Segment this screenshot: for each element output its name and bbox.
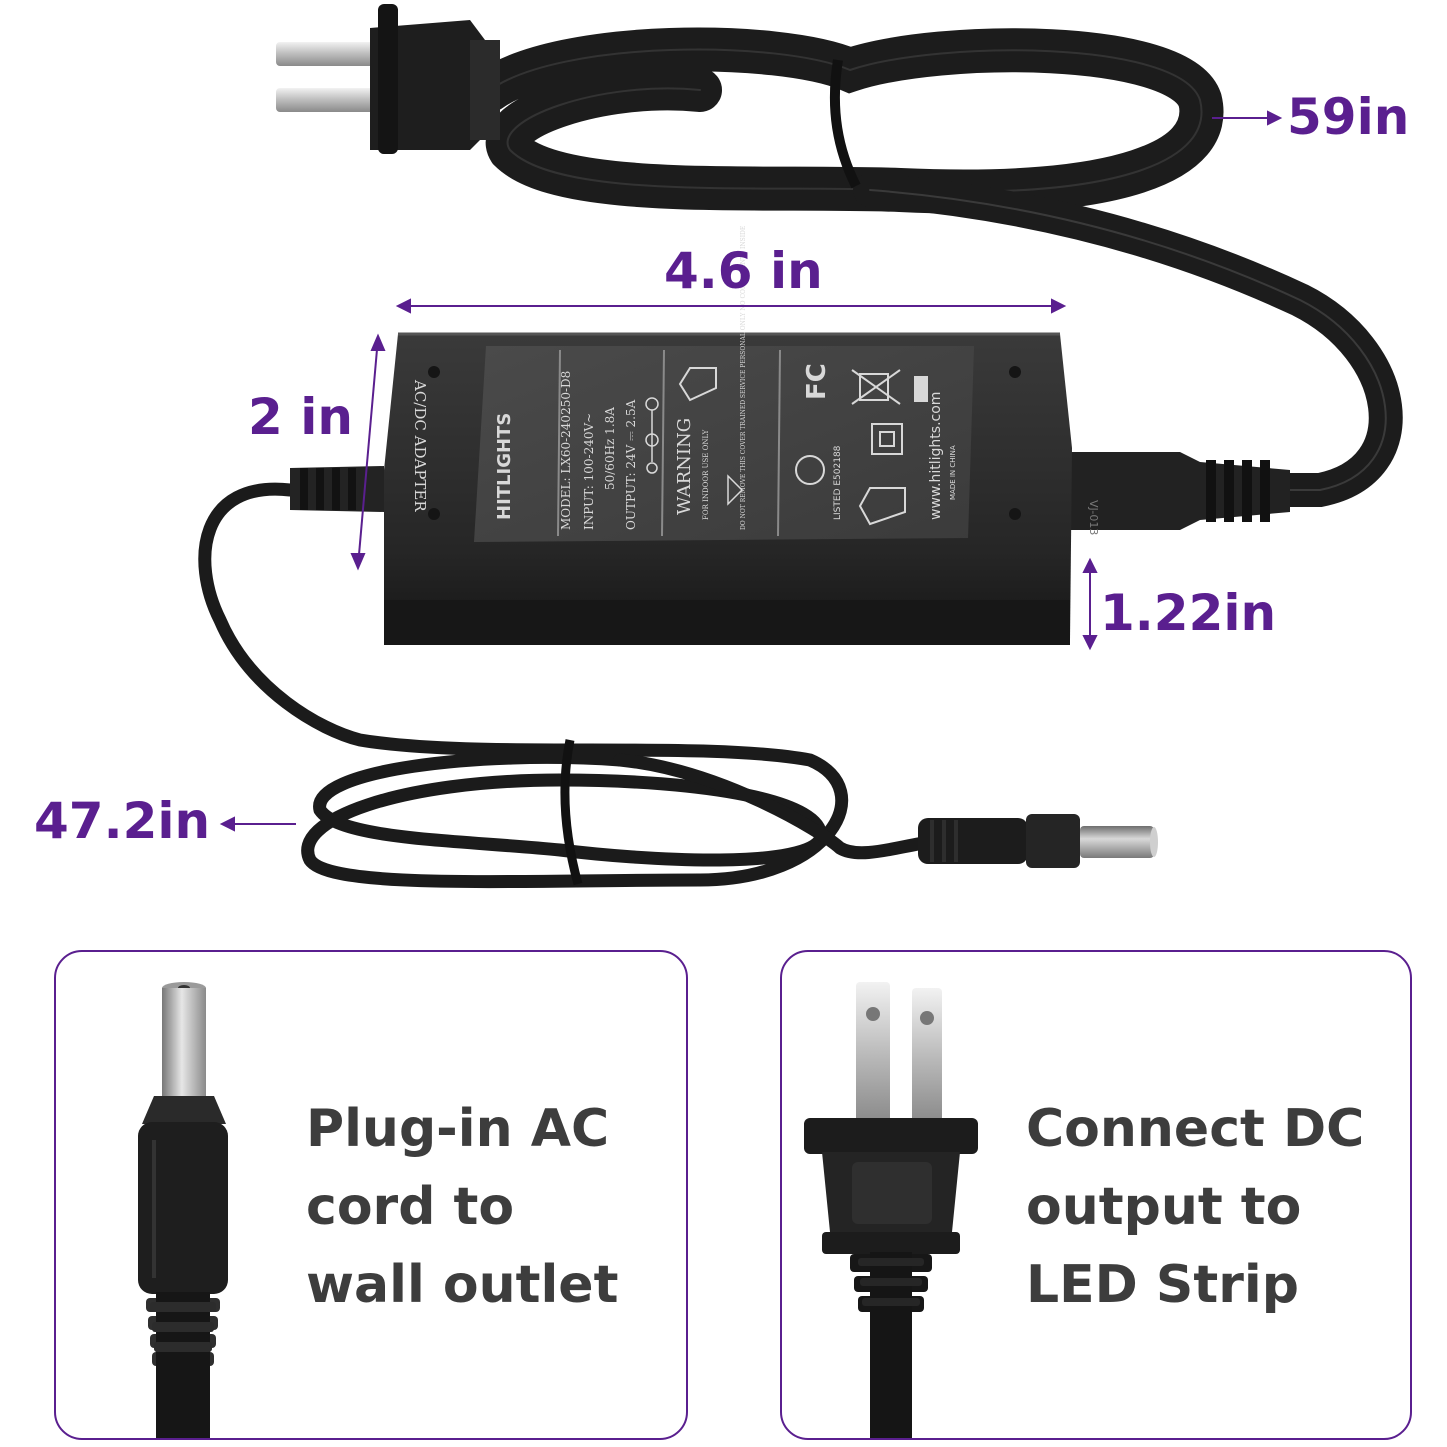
label-notice: DO NOT REMOVE THIS COVER TRAINED SERVICE… xyxy=(740,226,747,530)
weee-bar xyxy=(914,376,928,402)
label-warning: WARNING xyxy=(674,418,695,515)
dimension-arrows xyxy=(219,110,1283,832)
weee-bin-icon xyxy=(851,369,901,405)
adapter-length-label: 4.6 in xyxy=(664,242,823,300)
label-origin: MADE IN CHINA xyxy=(949,445,957,500)
label-title: AC/DC ADAPTER xyxy=(411,379,429,512)
ac-cord-coil xyxy=(468,27,1403,507)
label-input: INPUT: 100-240V~ xyxy=(582,413,596,530)
ac-strain-relief: VJ-013 xyxy=(1066,452,1290,535)
label-website: www.hitlights.com xyxy=(928,392,944,520)
ac-wall-plug-icon xyxy=(804,982,978,1438)
label-indoor: FOR INDOOR USE ONLY xyxy=(702,429,710,520)
ac-cord-length-label: 59in xyxy=(1287,88,1410,146)
dc-strain-relief xyxy=(290,466,384,512)
label-listed: LISTED E502188 xyxy=(833,445,843,520)
dc-cord xyxy=(198,482,937,889)
dc-caption-line: Plug-in AC xyxy=(306,1099,610,1159)
dc-plug-panel: Plug-in AC cord to wall outlet xyxy=(54,950,688,1440)
adapter-height-label: 1.22in xyxy=(1100,584,1277,642)
cable-tie-ac xyxy=(829,59,861,189)
dc-caption-line: cord to xyxy=(306,1177,515,1237)
adapter-width-label: 2 in xyxy=(248,388,353,446)
house-icon xyxy=(678,367,717,402)
double-insulation-icon xyxy=(871,423,903,455)
ul-mark-icon xyxy=(795,455,825,485)
label-fc: FC xyxy=(802,363,832,400)
ac-plug-icon xyxy=(276,4,500,154)
ac-caption-line: output to xyxy=(1026,1177,1302,1237)
dc-cord-length-label: 47.2in xyxy=(34,792,211,850)
label-frequency: 50/60Hz 1.8A xyxy=(603,407,617,490)
dc-caption-line: wall outlet xyxy=(306,1255,619,1315)
ac-plug-panel: Connect DC output to LED Strip xyxy=(780,950,1412,1440)
label-output: OUTPUT: 24V ⎓ 2.5A xyxy=(624,399,638,530)
dc-barrel-plug-icon xyxy=(138,982,228,1438)
ac-caption-line: LED Strip xyxy=(1026,1255,1299,1315)
dc-plug-icon xyxy=(918,814,1158,868)
svg-text:VJ-013: VJ-013 xyxy=(1087,500,1100,535)
hazard-icon xyxy=(727,474,744,506)
label-brand: HITLIGHTS xyxy=(494,413,515,520)
polarity-icon xyxy=(645,397,659,474)
adapter-label: HITLIGHTS AC/DC ADAPTER MODEL: LX60-2402… xyxy=(411,226,974,542)
dc-panel-caption: Plug-in AC cord to wall outlet xyxy=(306,1090,618,1324)
house-icon xyxy=(858,487,906,526)
ac-panel-caption: Connect DC output to LED Strip xyxy=(1026,1090,1364,1324)
label-model: MODEL: LX60-240250-D8 xyxy=(559,371,573,530)
ac-caption-line: Connect DC xyxy=(1026,1099,1365,1159)
cable-tie-dc xyxy=(560,739,583,886)
